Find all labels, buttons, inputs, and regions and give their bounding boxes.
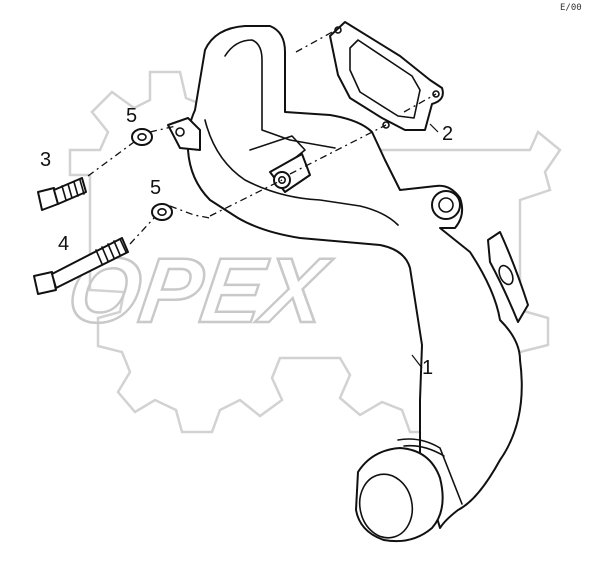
corner-code: E/00 — [560, 3, 582, 13]
leader-1 — [411, 354, 423, 369]
callout-5-upper: 5 — [126, 105, 137, 127]
callout-2: 2 — [442, 123, 453, 145]
bolt-short — [37, 177, 87, 211]
leader-2 — [429, 123, 439, 133]
assembly-axes — [87, 29, 437, 245]
coolant-pipe — [167, 25, 529, 543]
washer-lower — [151, 203, 173, 221]
gasket — [329, 21, 444, 131]
callout-3: 3 — [40, 149, 51, 171]
callout-5-lower: 5 — [150, 177, 161, 199]
callout-4: 4 — [58, 233, 69, 255]
bolt-long — [33, 237, 129, 295]
washer-upper — [131, 128, 153, 146]
callout-1: 1 — [422, 357, 433, 379]
